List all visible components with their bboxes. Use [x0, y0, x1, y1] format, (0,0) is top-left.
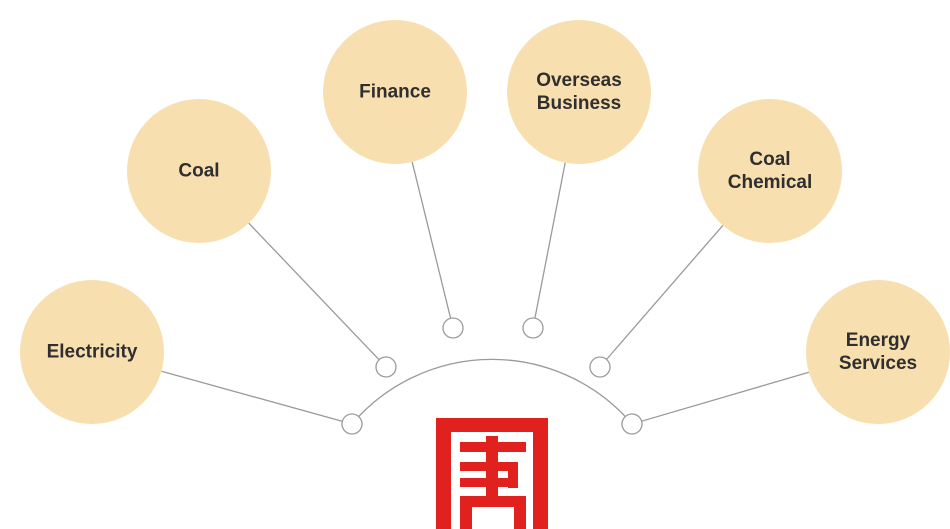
connector-lines — [161, 161, 810, 425]
node-label: Services — [839, 353, 917, 374]
connector-energy-services — [631, 371, 810, 425]
node-group: ElectricityCoalFinanceOverseasBusinessCo… — [20, 20, 950, 424]
node-label: Overseas — [536, 70, 622, 91]
node-circle — [20, 280, 164, 424]
connector-finance — [411, 161, 454, 329]
node-circle — [507, 20, 651, 164]
junction-electricity — [341, 413, 363, 435]
node-coal: Coal — [127, 99, 271, 243]
node-label: Energy — [846, 330, 911, 351]
node-circle — [806, 280, 950, 424]
node-circle — [698, 99, 842, 243]
node-circle — [323, 20, 467, 164]
node-label: Coal — [178, 161, 219, 182]
junction-finance — [442, 317, 464, 339]
junction-overseas-business — [522, 317, 544, 339]
node-label: Chemical — [728, 172, 812, 193]
node-label: Business — [537, 93, 621, 114]
connector-coal-chemical — [599, 224, 724, 368]
node-label: Electricity — [47, 342, 138, 363]
node-label: Coal — [749, 149, 790, 170]
node-label: Finance — [359, 82, 431, 103]
company-logo-icon — [436, 418, 548, 529]
connector-electricity — [161, 370, 353, 425]
node-electricity: Electricity — [20, 280, 164, 424]
connector-overseas-business — [532, 162, 566, 329]
junction-group — [341, 317, 643, 435]
junction-coal — [375, 356, 397, 378]
node-circle — [127, 99, 271, 243]
connector-coal — [248, 222, 387, 368]
junction-coal-chemical — [589, 356, 611, 378]
hub-arc — [351, 358, 633, 425]
junction-energy-services — [621, 413, 643, 435]
node-finance: Finance — [323, 20, 467, 164]
